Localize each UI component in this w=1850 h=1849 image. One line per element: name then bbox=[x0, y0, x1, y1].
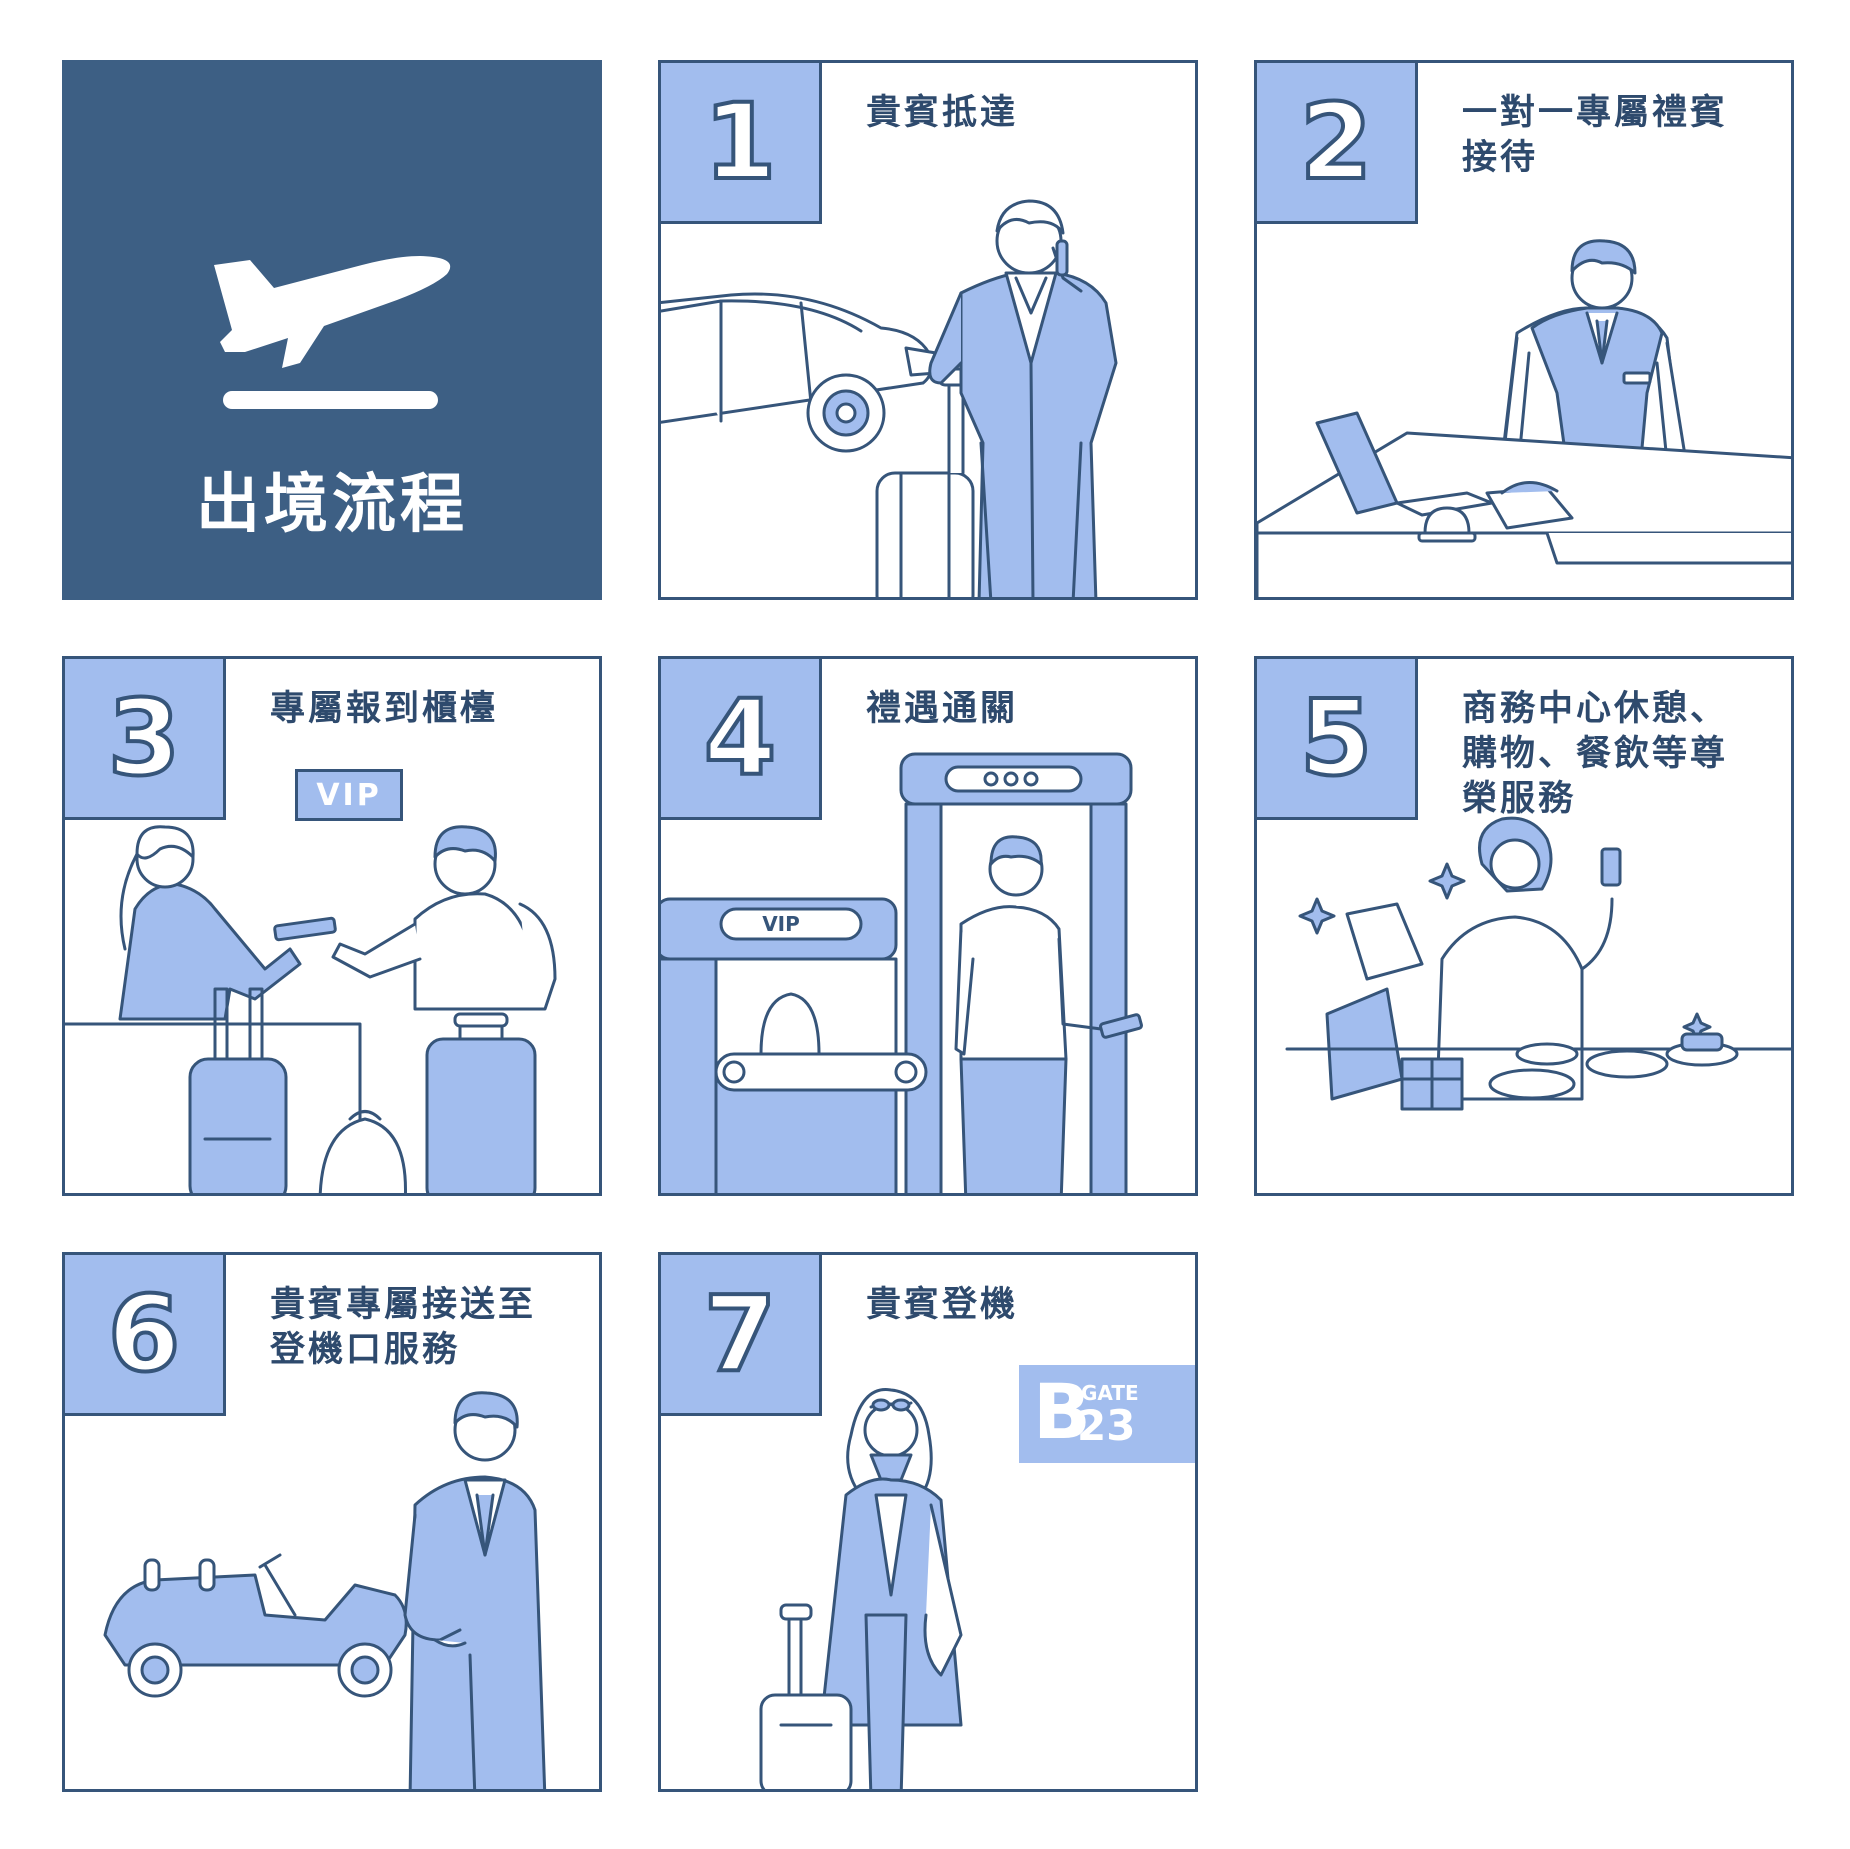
gate-number: 23 bbox=[1077, 1401, 1136, 1450]
businessman-car-luggage-illustration bbox=[661, 199, 1118, 597]
vip-sign: VIP bbox=[295, 769, 403, 821]
page-title: 出境流程 bbox=[196, 468, 468, 542]
step-number-box: 3 bbox=[65, 659, 226, 820]
step-label: 貴賓專屬接送至 登機口服務 bbox=[270, 1285, 537, 1370]
step-number-box: 5 bbox=[1257, 659, 1418, 820]
step-number-box: 1 bbox=[661, 63, 822, 224]
airplane-departure-icon bbox=[214, 256, 451, 409]
step-number: 3 bbox=[106, 675, 182, 801]
step-card-5: 5 商務中心休憩、 購物、餐飲等尊 榮服務 bbox=[1254, 656, 1794, 1196]
gate-word: GATE bbox=[1081, 1381, 1139, 1405]
step-number: 7 bbox=[702, 1271, 778, 1397]
step-card-7: 7 貴賓登機 B GATE 23 bbox=[658, 1252, 1198, 1792]
boarding-traveler-illustration bbox=[759, 1388, 963, 1789]
step-number: 1 bbox=[702, 79, 778, 205]
step-number-box: 2 bbox=[1257, 63, 1418, 224]
step-card-3: 3 專屬報到櫃檯 VIP bbox=[62, 656, 602, 1196]
step-number-box: 4 bbox=[661, 659, 822, 820]
svg-text:VIP: VIP bbox=[762, 912, 800, 936]
vip-checkin-counter-illustration bbox=[65, 825, 557, 1193]
step-label: 商務中心休憩、 購物、餐飲等尊 榮服務 bbox=[1462, 689, 1729, 819]
step-number: 6 bbox=[106, 1271, 182, 1397]
security-scanner-illustration: VIP bbox=[661, 752, 1143, 1193]
lounge-shopping-dining-illustration bbox=[1285, 816, 1791, 1111]
step-label: 貴賓抵達 bbox=[866, 93, 1019, 133]
step-number: 2 bbox=[1298, 79, 1374, 205]
step-label: 專屬報到櫃檯 bbox=[270, 689, 499, 729]
step-number: 5 bbox=[1298, 675, 1374, 801]
step-card-1: 1 貴賓抵達 bbox=[658, 60, 1198, 600]
step-number-box: 6 bbox=[65, 1255, 226, 1416]
step-number: 4 bbox=[702, 675, 778, 801]
gate-letter: B bbox=[1033, 1367, 1091, 1456]
concierge-desk-illustration bbox=[1257, 239, 1791, 597]
step-number-box: 7 bbox=[661, 1255, 822, 1416]
step-card-4: 4 禮遇通關 VIP bbox=[658, 656, 1198, 1196]
step-label: 貴賓登機 bbox=[866, 1285, 1019, 1325]
escort-cart-illustration bbox=[103, 1391, 547, 1789]
step-label: 一對一專屬禮賓 接待 bbox=[1462, 93, 1729, 178]
step-card-2: 2 一對一專屬禮賓 接待 bbox=[1254, 60, 1794, 600]
gate-sign: B GATE 23 bbox=[1019, 1365, 1195, 1463]
step-card-6: 6 貴賓專屬接送至 登機口服務 bbox=[62, 1252, 602, 1792]
title-panel: 出境流程 bbox=[62, 60, 602, 600]
step-label: 禮遇通關 bbox=[866, 689, 1019, 729]
